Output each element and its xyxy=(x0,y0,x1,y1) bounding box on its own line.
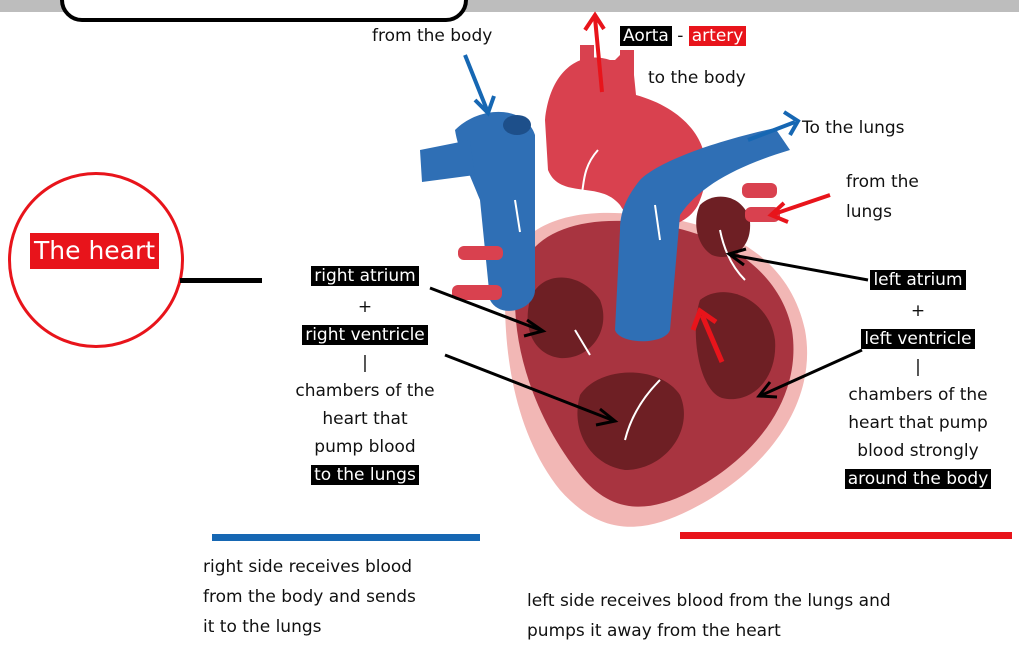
right-summary-1: right side receives blood xyxy=(203,552,416,582)
left-desc-2: heart that pump xyxy=(820,411,1016,435)
right-plus: + xyxy=(265,295,465,319)
left-ventricle-row: left ventricle xyxy=(820,327,1016,351)
label-from-body: from the body xyxy=(372,24,492,48)
left-desc-4: around the body xyxy=(845,469,992,489)
right-side-bar xyxy=(212,534,480,541)
right-desc-4: to the lungs xyxy=(311,465,419,485)
title-connector xyxy=(180,278,262,283)
vena-cava-opening xyxy=(503,115,531,135)
right-side-labels: right atrium + right ventricle | chamber… xyxy=(265,264,465,487)
left-desc-3: blood strongly xyxy=(820,439,1016,463)
right-desc-4-row: to the lungs xyxy=(265,463,465,487)
label-right-atrium: right atrium xyxy=(311,266,418,286)
label-from-lungs-2: lungs xyxy=(846,200,892,224)
label-to-lungs: To the lungs xyxy=(802,116,905,140)
left-atrium-chamber xyxy=(696,197,750,257)
label-to-body: to the body xyxy=(648,66,746,90)
right-summary-3: it to the lungs xyxy=(203,612,416,642)
right-atrium-row: right atrium xyxy=(265,264,465,288)
right-desc-3: pump blood xyxy=(265,435,465,459)
label-aorta: Aorta xyxy=(620,26,672,46)
heart-title: The heart xyxy=(30,233,159,269)
label-aorta-group: Aorta - artery xyxy=(620,24,746,48)
label-left-atrium: left atrium xyxy=(870,270,965,290)
label-artery: artery xyxy=(689,26,747,46)
label-left-ventricle: left ventricle xyxy=(861,329,974,349)
right-summary-2: from the body and sends xyxy=(203,582,416,612)
pulmonary-vein-1 xyxy=(742,183,777,198)
aorta-branch-2 xyxy=(620,50,634,105)
right-bar: | xyxy=(265,351,465,375)
right-vein-1 xyxy=(458,246,503,260)
left-desc-4-row: around the body xyxy=(820,467,1016,491)
vena-cava-branch xyxy=(420,140,475,182)
right-desc-1: chambers of the xyxy=(265,379,465,403)
left-summary-1: left side receives blood from the lungs … xyxy=(527,586,891,616)
label-aorta-dash: - xyxy=(672,26,689,46)
label-right-ventricle: right ventricle xyxy=(302,325,428,345)
right-desc-2: heart that xyxy=(265,407,465,431)
left-side-labels: left atrium + left ventricle | chambers … xyxy=(820,268,1016,491)
right-summary: right side receives blood from the body … xyxy=(203,552,416,642)
right-ventricle-row: right ventricle xyxy=(265,323,465,347)
left-desc-1: chambers of the xyxy=(820,383,1016,407)
left-side-bar xyxy=(680,532,1012,539)
left-summary: left side receives blood from the lungs … xyxy=(527,586,891,646)
left-bar: | xyxy=(820,355,1016,379)
left-plus: + xyxy=(820,299,1016,323)
aorta-branch-1 xyxy=(580,45,594,105)
left-atrium-row: left atrium xyxy=(820,268,1016,292)
label-from-lungs-1: from the xyxy=(846,170,919,194)
